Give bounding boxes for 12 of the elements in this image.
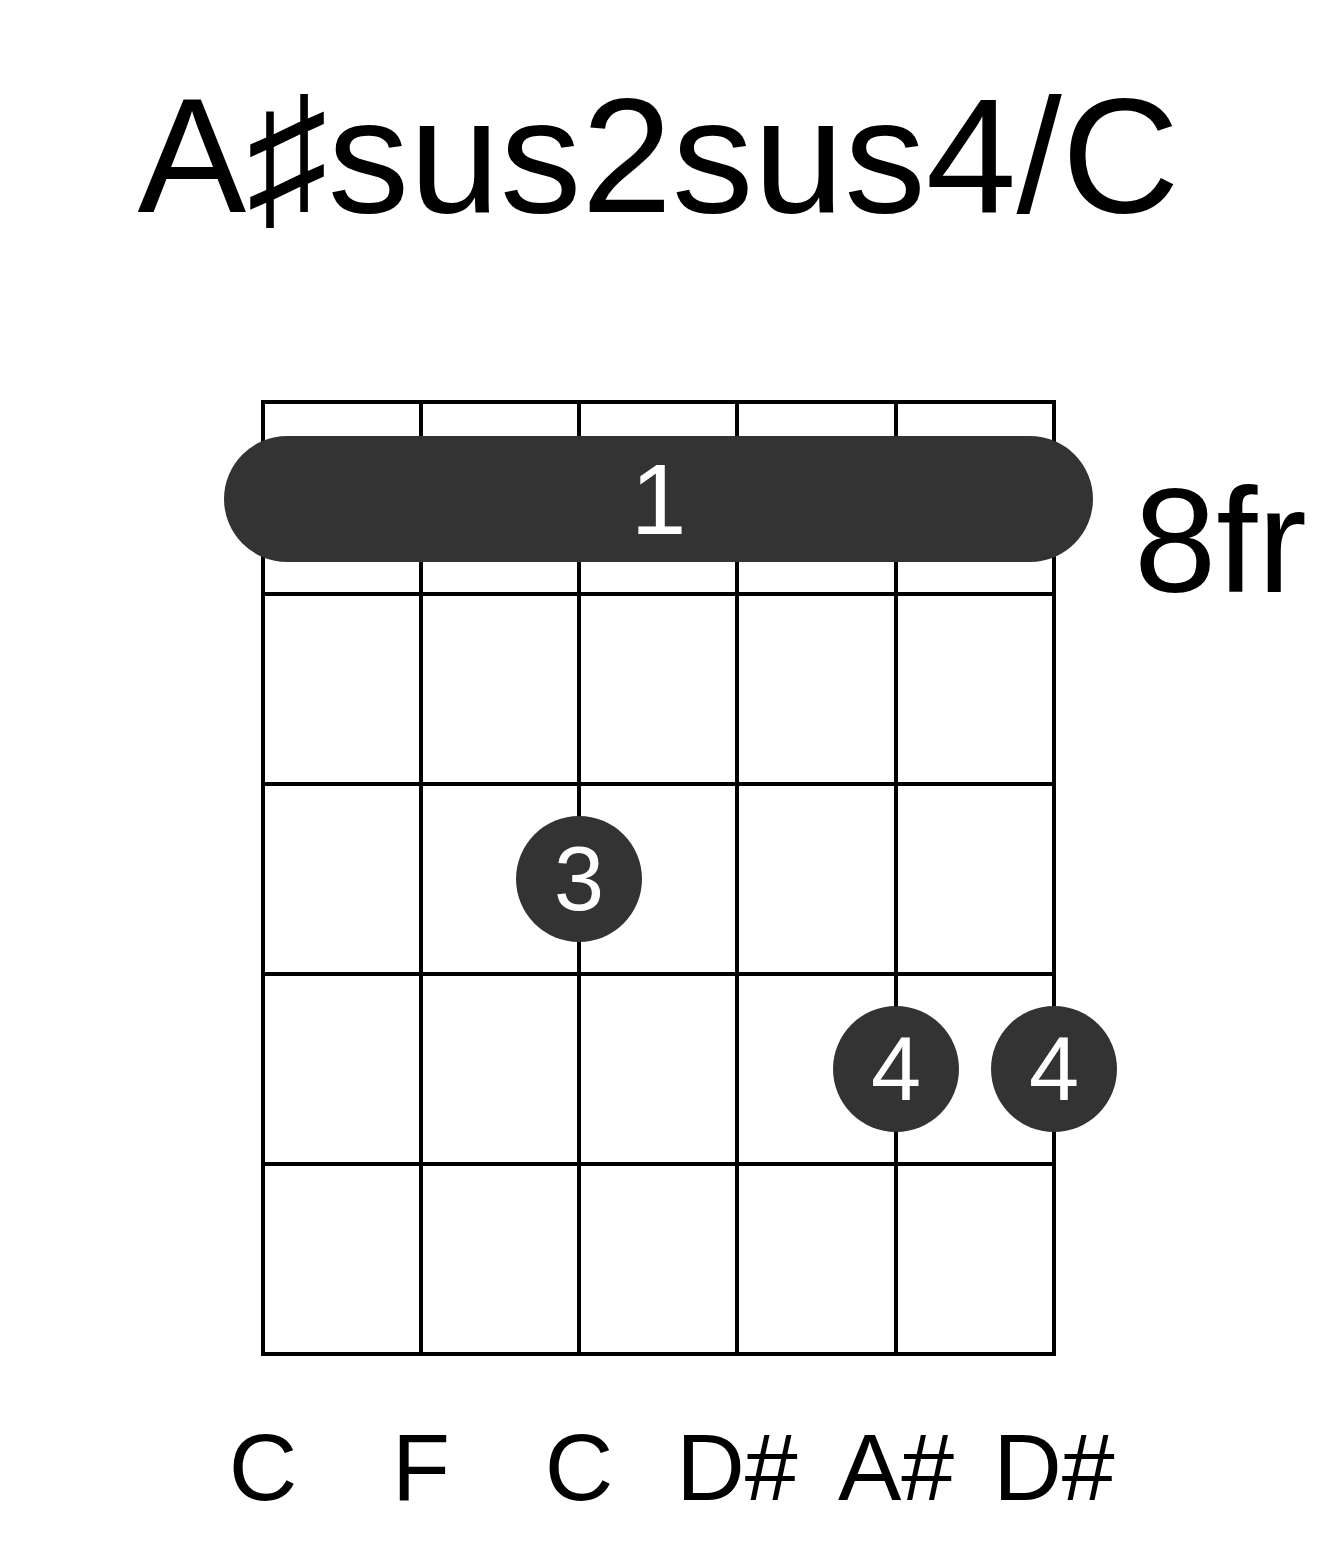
finger-number: 4 bbox=[1028, 1024, 1080, 1114]
note-name: D# bbox=[993, 1420, 1115, 1515]
note-name: F bbox=[392, 1420, 450, 1515]
finger-number: 3 bbox=[553, 834, 605, 924]
fret-position-label: 8fr bbox=[1134, 467, 1307, 615]
finger-number: 1 bbox=[630, 449, 687, 549]
note-name: A# bbox=[837, 1420, 955, 1515]
finger-number: 4 bbox=[870, 1024, 922, 1114]
note-name: D# bbox=[676, 1420, 798, 1515]
note-name: C bbox=[544, 1420, 614, 1515]
note-name: C bbox=[228, 1420, 298, 1515]
chord-title: A♯sus2sus4/C bbox=[137, 74, 1180, 237]
